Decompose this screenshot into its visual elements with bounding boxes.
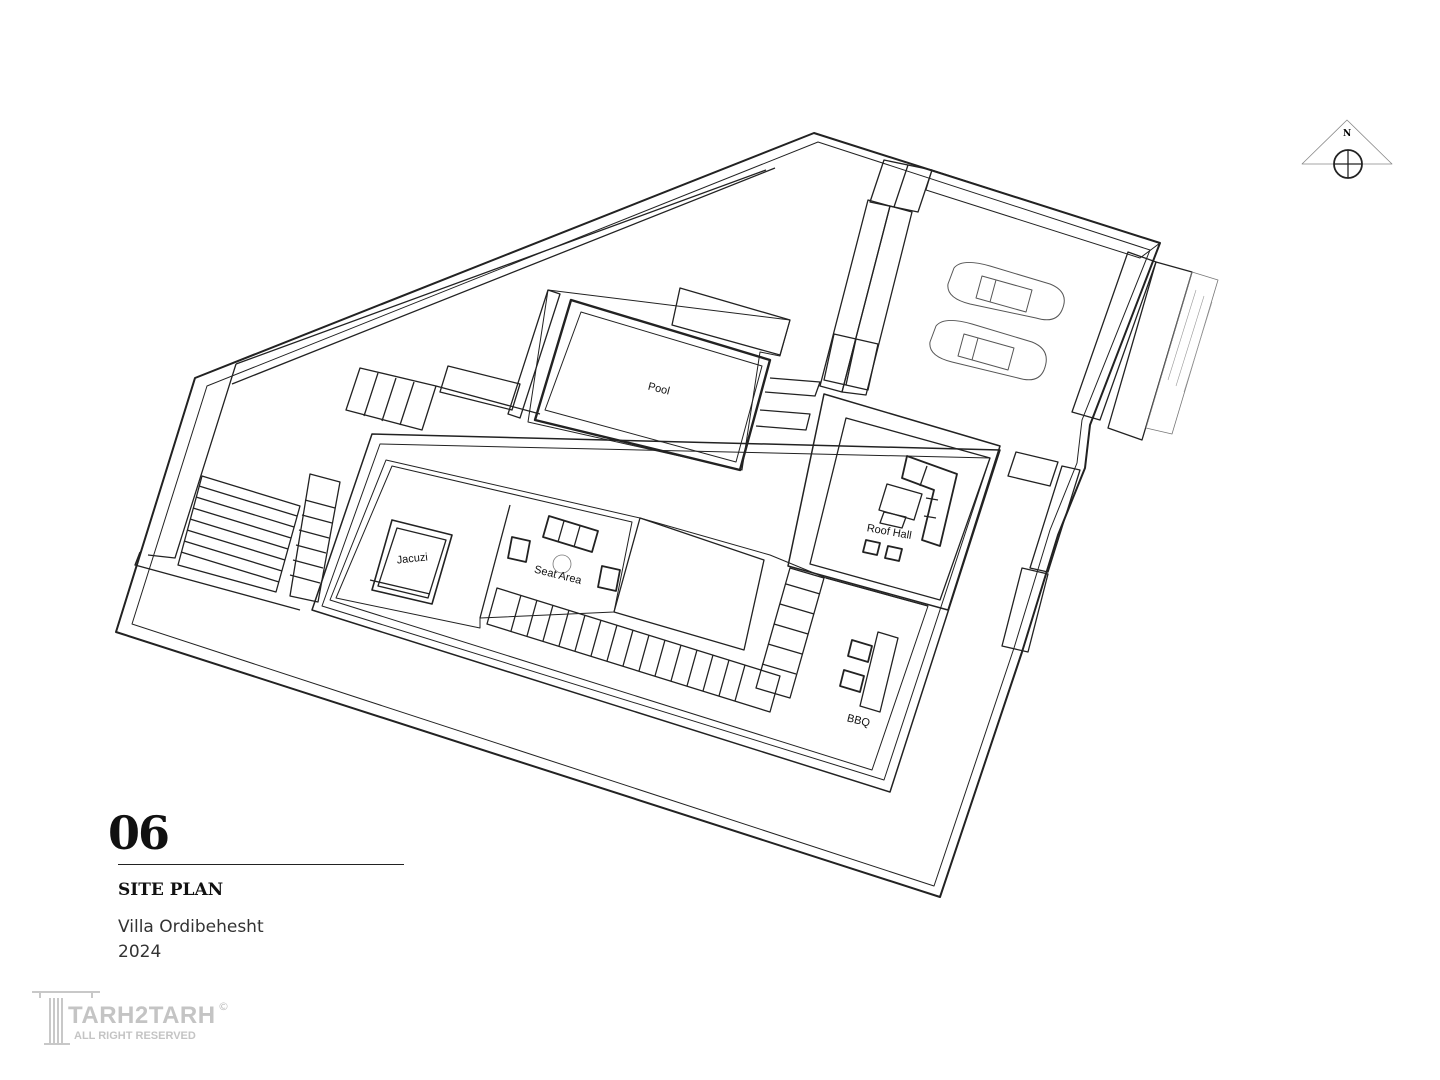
car-lower (929, 320, 1047, 381)
jacuzi-label: Jacuzi (396, 551, 428, 566)
sheet-divider (118, 864, 404, 865)
pool-label: Pool (647, 381, 671, 398)
watermark-copyright: © (218, 1000, 229, 1013)
roof-hall-room (787, 393, 1001, 611)
project-name: Villa Ordibehesht (118, 917, 264, 937)
east-walkway (1001, 451, 1081, 653)
car-upper (947, 262, 1065, 321)
north-wall-line-2 (231, 167, 776, 385)
north-arrow (1301, 119, 1393, 179)
north-wall-line (235, 169, 767, 365)
parking-area (925, 169, 1219, 441)
west-terrace-edge (147, 363, 237, 559)
site-boundary (115, 132, 1161, 898)
west-stairs (177, 473, 341, 603)
pergola-strip (819, 159, 933, 396)
hatched-strip (1145, 271, 1219, 435)
watermark-rights: ALL RIGHT RESERVED (74, 1030, 196, 1042)
bbq-area (825, 577, 929, 713)
house-footprint (311, 433, 1001, 793)
west-terrace-edge-2 (134, 551, 301, 611)
watermark-logo: TARH2TARH ALL RIGHT RESERVED © (30, 988, 240, 1050)
seat-area-label: Seat Area (533, 564, 584, 588)
north-label: N (1343, 129, 1351, 139)
jacuzzi-basin (371, 519, 453, 605)
main-stairs (486, 567, 825, 713)
watermark-brand: TARH2TARH (68, 1002, 216, 1029)
site-boundary-inner (131, 141, 1151, 887)
roof-hall-label: Roof Hall (866, 522, 913, 542)
column-icon (32, 991, 100, 1045)
sheet-number: 06 (108, 806, 170, 860)
bbq-label: BBQ (846, 712, 872, 729)
sheet-title: SITE PLAN (118, 880, 224, 900)
seat-area-furniture (507, 515, 621, 592)
pool-area (345, 287, 821, 472)
project-year: 2024 (118, 942, 162, 962)
